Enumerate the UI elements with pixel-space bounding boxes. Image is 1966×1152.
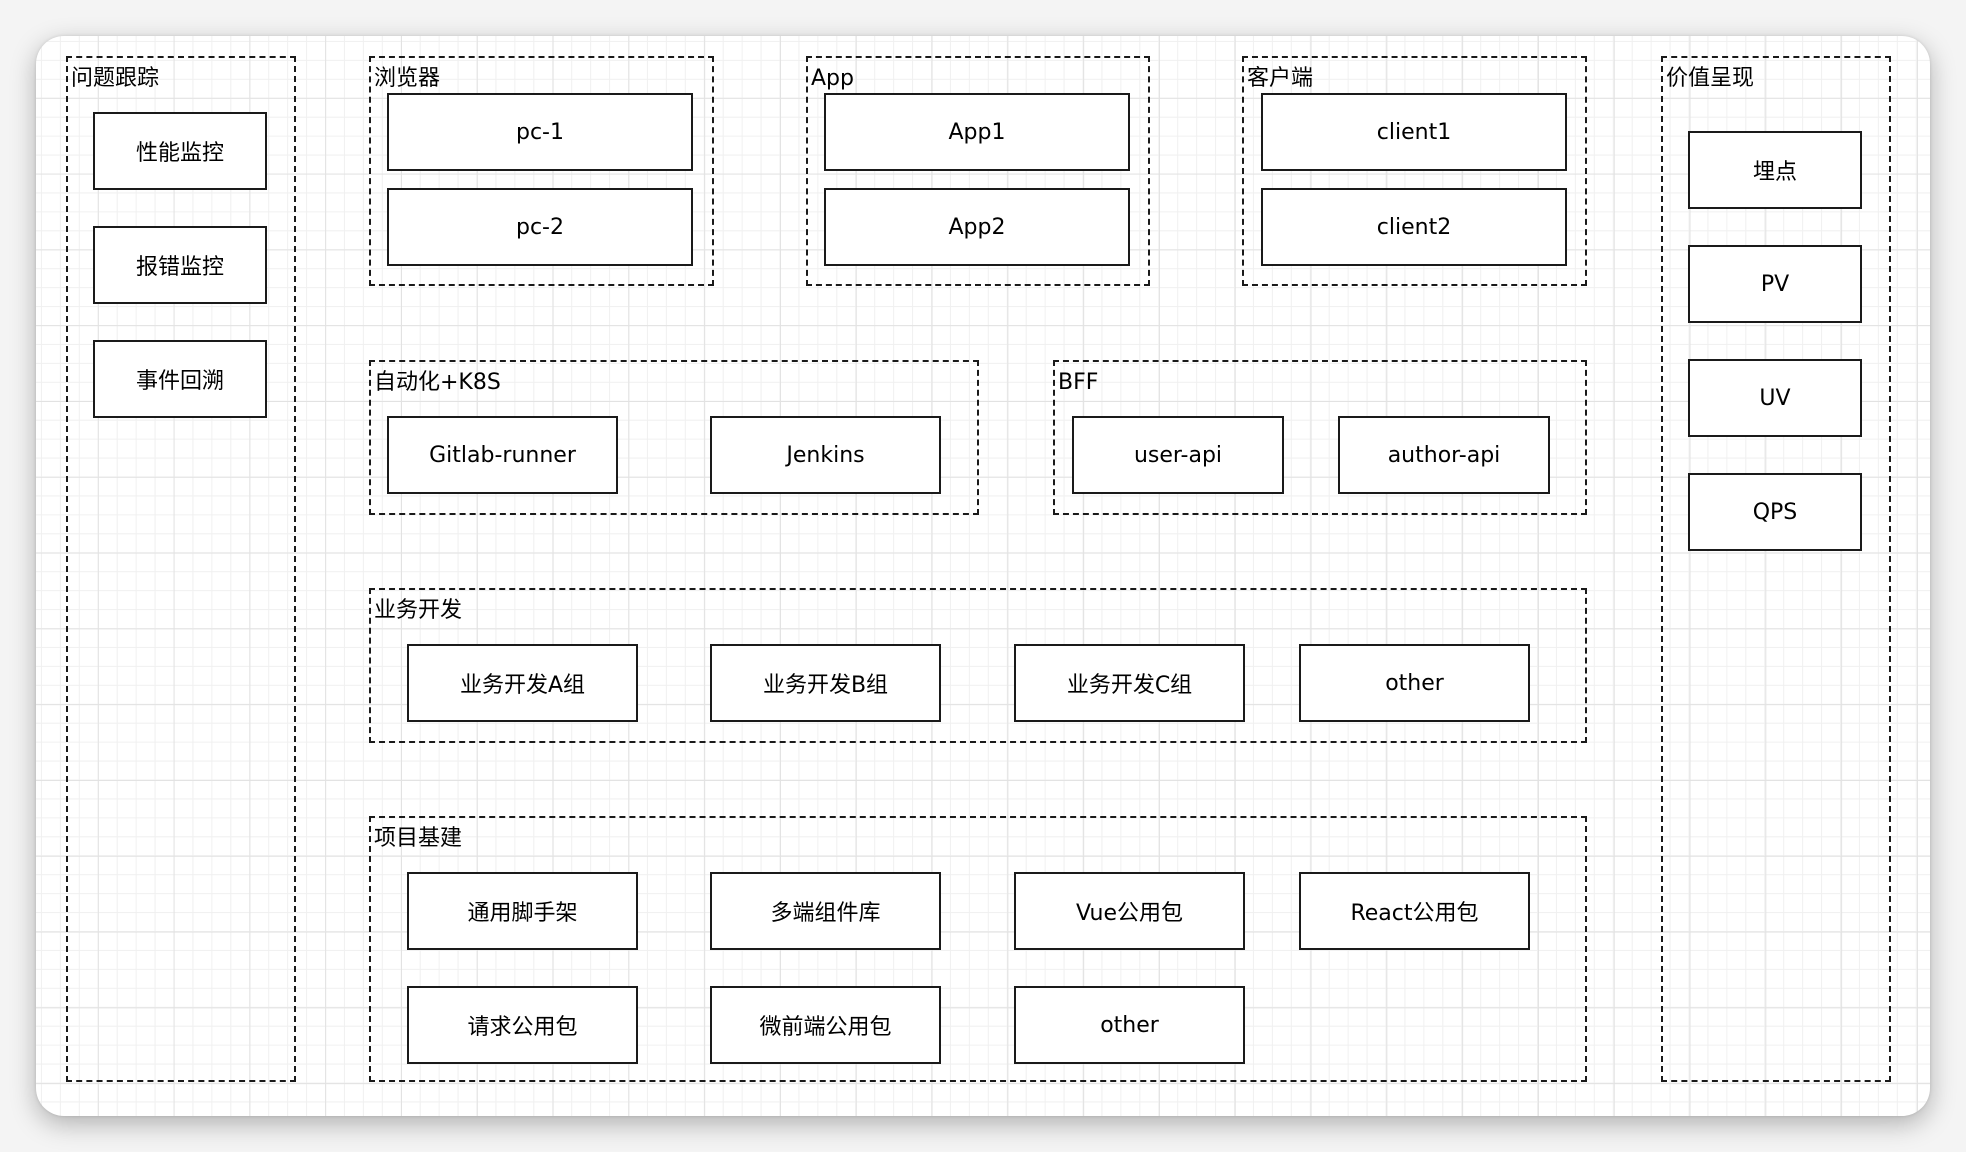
group-bff: BFF <box>1053 360 1587 515</box>
diagram-canvas: 问题跟踪 性能监控 报错监控 事件回溯 浏览器 pc-1 pc-2 App Ap… <box>36 36 1930 1116</box>
group-title: BFF <box>1058 370 1099 395</box>
node-performance-monitoring[interactable]: 性能监控 <box>93 112 267 190</box>
group-browser: 浏览器 <box>369 56 714 286</box>
node-scaffold[interactable]: 通用脚手架 <box>407 872 638 950</box>
node-business-other[interactable]: other <box>1299 644 1530 722</box>
group-automation-k8s: 自动化+K8S <box>369 360 979 515</box>
node-component-library[interactable]: 多端组件库 <box>710 872 941 950</box>
group-business-development: 业务开发 <box>369 588 1587 743</box>
node-qps[interactable]: QPS <box>1688 473 1862 551</box>
node-jenkins[interactable]: Jenkins <box>710 416 941 494</box>
node-author-api[interactable]: author-api <box>1338 416 1550 494</box>
node-micro-frontend-package[interactable]: 微前端公用包 <box>710 986 941 1064</box>
group-title: 业务开发 <box>374 598 463 623</box>
group-title: 浏览器 <box>374 66 441 91</box>
node-team-b[interactable]: 业务开发B组 <box>710 644 941 722</box>
node-client2[interactable]: client2 <box>1261 188 1567 266</box>
node-react-package[interactable]: React公用包 <box>1299 872 1530 950</box>
node-uv[interactable]: UV <box>1688 359 1862 437</box>
group-value-presentation: 价值呈现 <box>1661 56 1891 1082</box>
group-app: App <box>806 56 1150 286</box>
group-client: 客户端 <box>1242 56 1587 286</box>
node-pc-2[interactable]: pc-2 <box>387 188 693 266</box>
group-title: 客户端 <box>1247 66 1314 91</box>
group-issue-tracking: 问题跟踪 <box>66 56 296 1082</box>
group-title: App <box>811 66 854 91</box>
node-tracking-point[interactable]: 埋点 <box>1688 131 1862 209</box>
node-pc-1[interactable]: pc-1 <box>387 93 693 171</box>
node-event-replay[interactable]: 事件回溯 <box>93 340 267 418</box>
node-user-api[interactable]: user-api <box>1072 416 1284 494</box>
node-pv[interactable]: PV <box>1688 245 1862 323</box>
node-app2[interactable]: App2 <box>824 188 1130 266</box>
group-title: 问题跟踪 <box>71 66 160 91</box>
node-team-a[interactable]: 业务开发A组 <box>407 644 638 722</box>
node-error-monitoring[interactable]: 报错监控 <box>93 226 267 304</box>
node-client1[interactable]: client1 <box>1261 93 1567 171</box>
node-vue-package[interactable]: Vue公用包 <box>1014 872 1245 950</box>
group-title: 价值呈现 <box>1666 66 1755 91</box>
node-app1[interactable]: App1 <box>824 93 1130 171</box>
node-team-c[interactable]: 业务开发C组 <box>1014 644 1245 722</box>
node-request-package[interactable]: 请求公用包 <box>407 986 638 1064</box>
group-project-infrastructure: 项目基建 <box>369 816 1587 1082</box>
node-gitlab-runner[interactable]: Gitlab-runner <box>387 416 618 494</box>
group-title: 项目基建 <box>374 826 463 851</box>
group-title: 自动化+K8S <box>374 370 501 395</box>
node-infrastructure-other[interactable]: other <box>1014 986 1245 1064</box>
